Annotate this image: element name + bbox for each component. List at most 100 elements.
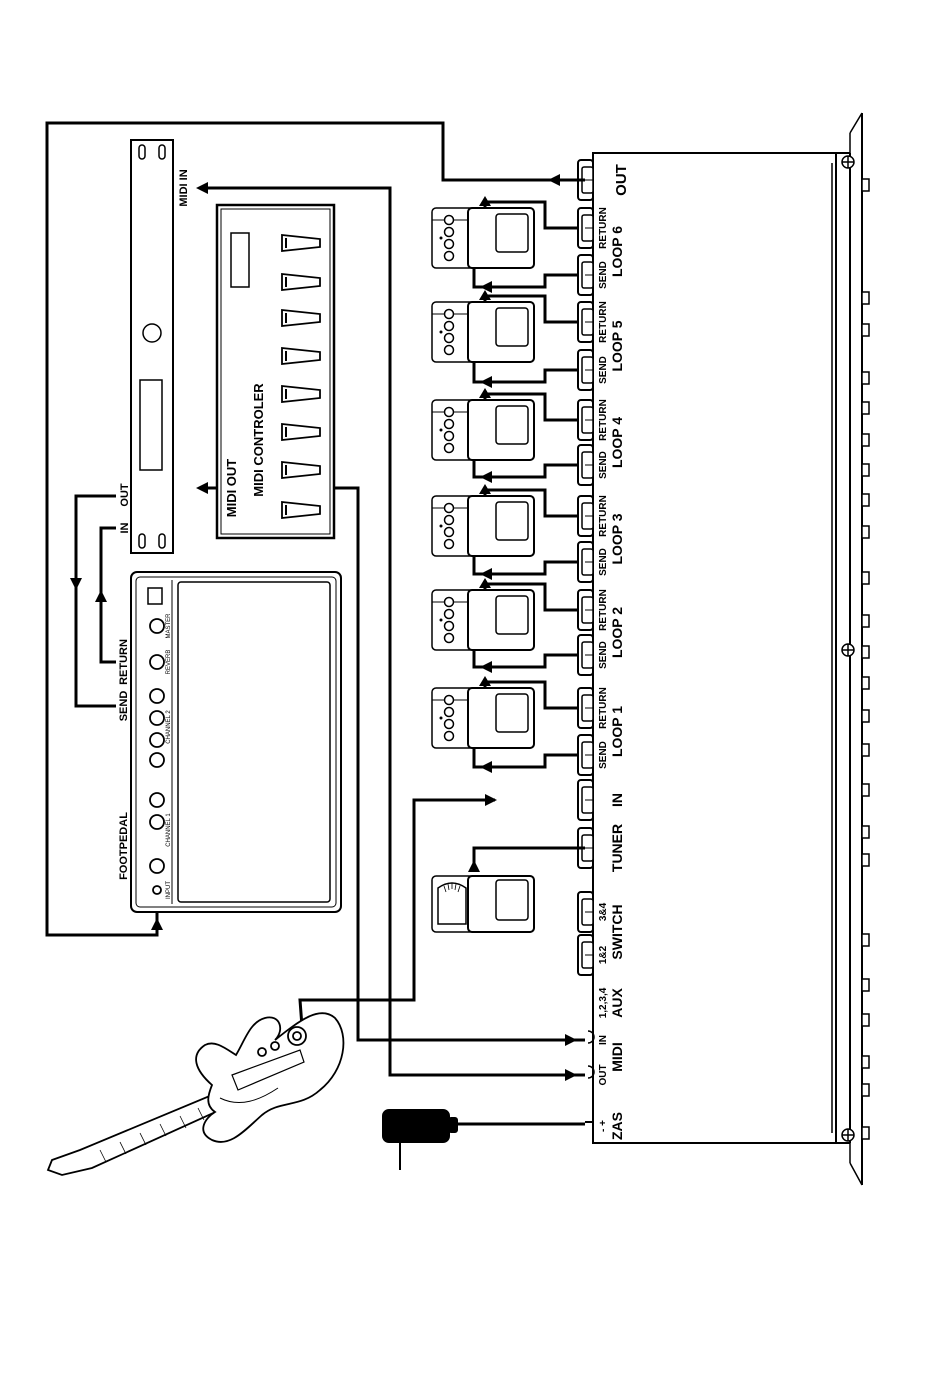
unit-midi-label: MIDI — [609, 1042, 625, 1072]
loop-1-return-jack-icon[interactable] — [578, 688, 593, 728]
loop-2-return-jack-icon[interactable] — [578, 590, 593, 630]
rack-tab — [862, 292, 869, 304]
loop-4-send-label: SEND — [598, 451, 609, 479]
unit-aux-channels-label: 1,2,3,4 — [598, 987, 609, 1018]
loop-4-label: LOOP 4 — [609, 417, 625, 468]
amp-knob-icon[interactable] — [153, 886, 161, 894]
pedal-icon — [432, 208, 534, 268]
amp-knob-icon[interactable] — [150, 859, 164, 873]
tuner-pedal-icon — [432, 876, 534, 932]
amp-knob-icon[interactable] — [150, 689, 164, 703]
loop-4-return-jack-icon[interactable] — [578, 400, 593, 440]
midi-device-in-label: IN — [119, 522, 131, 533]
amp-channel2-label: CHANNEL 2 — [166, 710, 172, 744]
loop-6-label: LOOP 6 — [609, 226, 625, 277]
loop-6-return-jack-icon[interactable] — [578, 208, 593, 248]
loop-3-label: LOOP 3 — [609, 513, 625, 564]
rack-tab — [862, 526, 869, 538]
rack-tab — [862, 572, 869, 584]
loop-6-send-jack-icon[interactable] — [578, 255, 593, 295]
loop-2-label: LOOP 2 — [609, 607, 625, 658]
rack-tab — [862, 744, 869, 756]
unit-midi-out-label: OUT — [598, 1064, 609, 1085]
amp-footpedal-label: FOOTPEDAL — [118, 812, 130, 880]
rack-tab — [862, 1056, 869, 1068]
unit-switch-34-label: 3&4 — [598, 902, 609, 921]
loop-2-return-label: RETURN — [598, 589, 609, 631]
amp-channel1-label: CHANNEL 1 — [166, 813, 172, 847]
amp-knob-icon[interactable] — [150, 815, 164, 829]
rack-tab — [862, 979, 869, 991]
loop-2-send-jack-icon[interactable] — [578, 635, 593, 675]
screw-icon — [842, 156, 854, 1141]
switch-34-jack-icon[interactable] — [578, 892, 593, 932]
loop-5-return-label: RETURN — [598, 301, 609, 343]
loop-3-send-jack-icon[interactable] — [578, 542, 593, 582]
loop-4-send-jack-icon[interactable] — [578, 445, 593, 485]
midi-controller-midi-out-label: MIDI OUT — [224, 459, 239, 518]
unit-zas-polarity-label: - + — [598, 1120, 609, 1132]
unit-tuner-label: TUNER — [609, 824, 625, 872]
in-jack-icon[interactable] — [578, 780, 593, 820]
loop-6-send-label: SEND — [598, 261, 609, 289]
amp-send-label: SEND — [118, 691, 130, 722]
amp-input-label: INPUT — [166, 881, 172, 899]
loop-5-send-label: SEND — [598, 356, 609, 384]
pedal-icon — [432, 496, 534, 556]
unit-out-label: OUT — [613, 164, 630, 196]
loop-6-return-label: RETURN — [598, 207, 609, 249]
rack-tab — [862, 934, 869, 946]
rack-tab — [862, 179, 869, 191]
midi-device-out-label: OUT — [119, 483, 131, 507]
rack-ear-tabs — [862, 179, 869, 1139]
unit-in-label: IN — [609, 793, 625, 807]
rack-tab — [862, 372, 869, 384]
pedal-icon — [432, 590, 534, 650]
midi-controller-title: MIDI CONTROLER — [251, 383, 266, 497]
amp-knob-icon[interactable] — [150, 655, 164, 669]
loop-2-send-label: SEND — [598, 641, 609, 669]
amp-knob-icon[interactable] — [150, 793, 164, 807]
rack-tab — [862, 854, 869, 866]
loop-switcher-unit — [593, 113, 862, 1185]
rack-tab — [862, 324, 869, 336]
unit-midi-in-label: IN — [598, 1035, 609, 1045]
loop-1-send-jack-icon[interactable] — [578, 735, 593, 775]
amp-master-label: MASTER — [166, 613, 172, 639]
amp-knob-icon[interactable] — [150, 753, 164, 767]
rack-tab — [862, 494, 869, 506]
amp-reverb-label: REVERB — [166, 650, 172, 675]
loop-5-label: LOOP 5 — [609, 320, 625, 371]
unit-switch-label: SWITCH — [609, 904, 625, 959]
amp-return-label: RETURN — [118, 639, 130, 685]
rack-tab — [862, 710, 869, 722]
rack-tab — [862, 646, 869, 658]
unit-zas-label: ZAS — [609, 1112, 625, 1140]
unit-switch-12-label: 1&2 — [598, 945, 609, 964]
guitar-icon — [48, 1013, 343, 1175]
loop-1-send-label: SEND — [598, 741, 609, 769]
amp-knob-icon[interactable] — [150, 619, 164, 633]
amp-knob-icon[interactable] — [150, 711, 164, 725]
loop-3-return-jack-icon[interactable] — [578, 496, 593, 536]
pedal-icon — [432, 400, 534, 460]
rack-tab — [862, 826, 869, 838]
unit-jacks — [578, 160, 593, 975]
loop-4-return-label: RETURN — [598, 399, 609, 441]
switch-12-jack-icon[interactable] — [578, 935, 593, 975]
loop-1-label: LOOP 1 — [609, 706, 625, 757]
pedal-icon — [432, 302, 534, 362]
unit-aux-label: AUX — [609, 988, 625, 1018]
rack-tab — [862, 464, 869, 476]
amp-knob-icon[interactable] — [150, 733, 164, 747]
rack-tab — [862, 1014, 869, 1026]
loop-1-return-label: RETURN — [598, 687, 609, 729]
midi-device-midi-in-label: MIDI IN — [178, 169, 190, 206]
loop-5-send-jack-icon[interactable] — [578, 350, 593, 390]
rack-tab — [862, 1127, 869, 1139]
loop-5-return-jack-icon[interactable] — [578, 302, 593, 342]
rack-tab — [862, 1084, 869, 1096]
power-adapter-icon — [383, 1110, 457, 1170]
rack-tab — [862, 402, 869, 414]
